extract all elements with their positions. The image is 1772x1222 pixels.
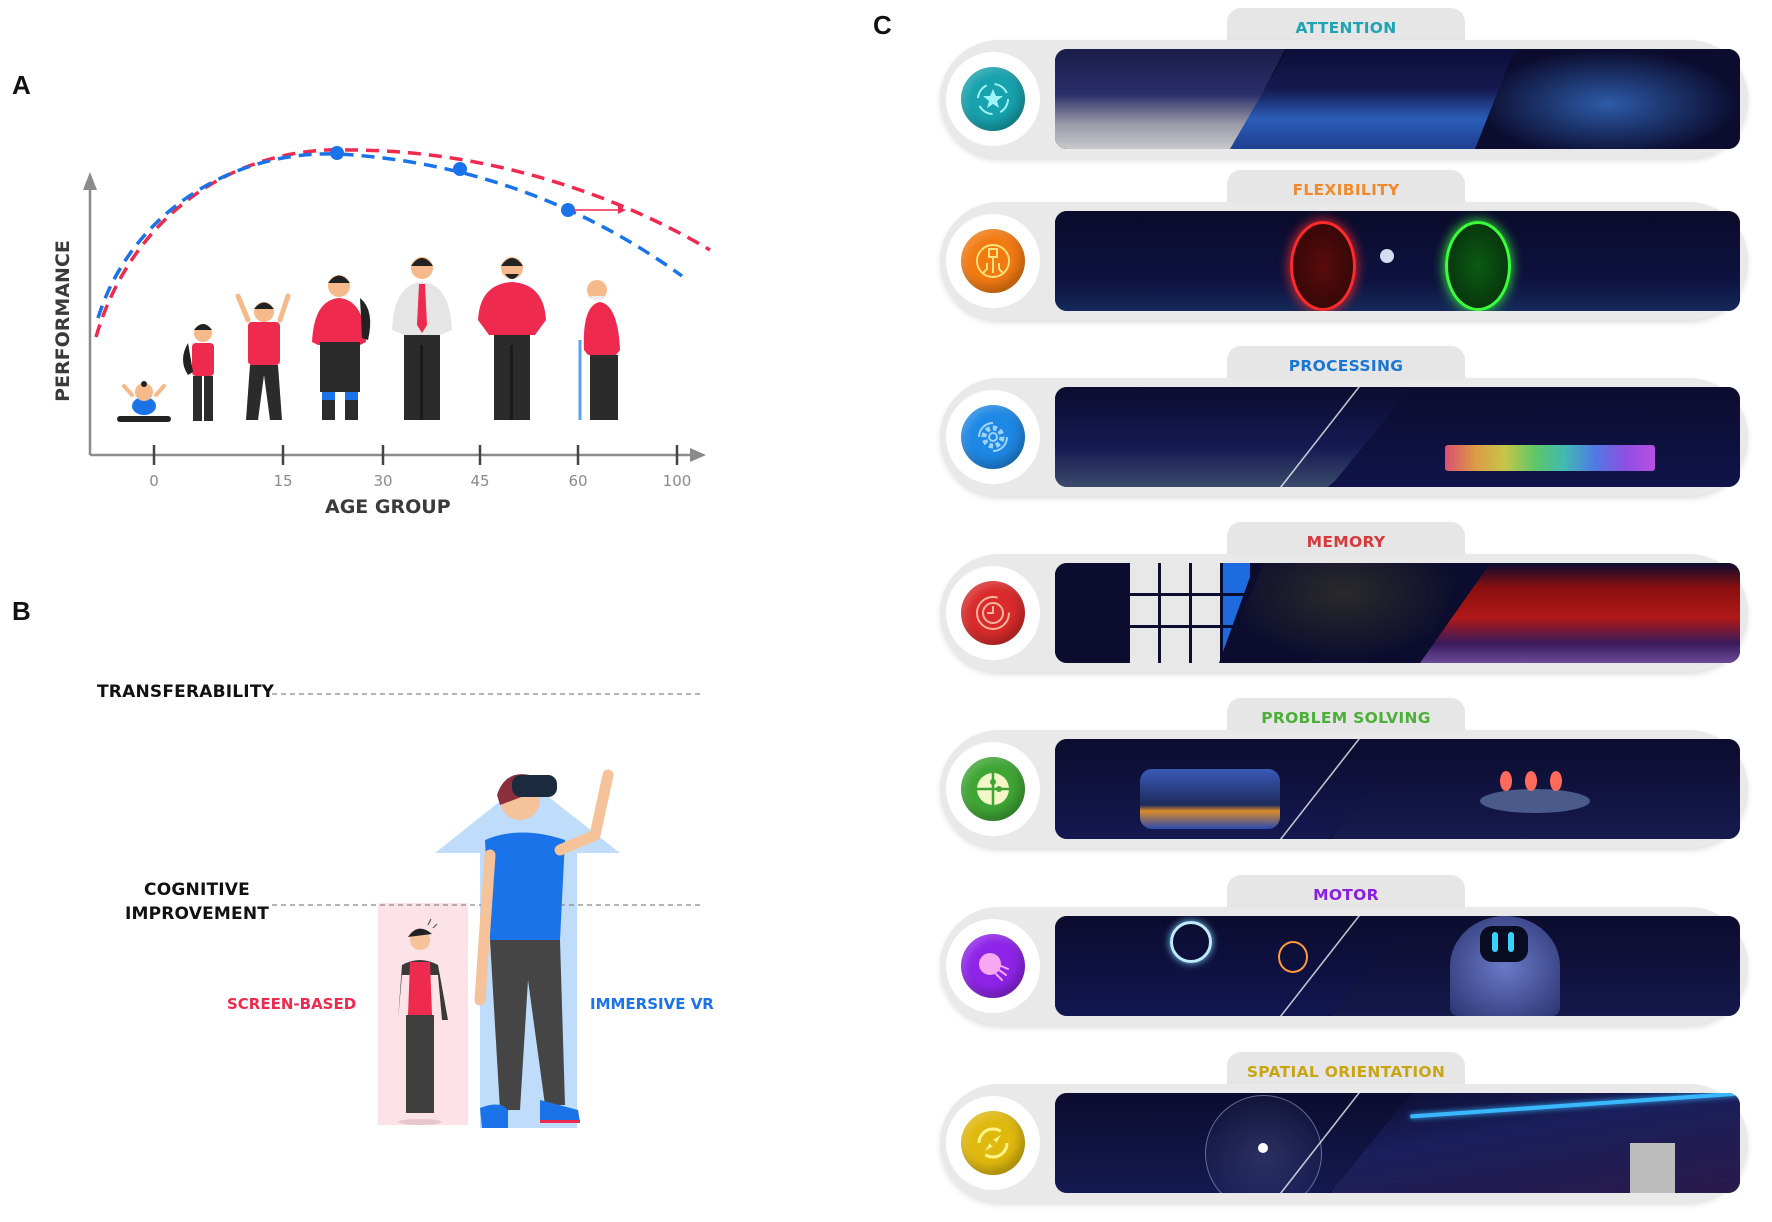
baby-figure [117,381,171,422]
screenshot-jellyfish [1475,49,1740,149]
game-screenshots [1055,387,1740,487]
domain-card [940,907,1748,1025]
domain-row-attention: ATTENTION [940,8,1748,168]
domain-card [940,554,1748,672]
screen-based-label: SCREEN-BASED [227,995,357,1013]
domain-row-problem-solving: PROBLEM SOLVING [940,698,1748,858]
screenshot-whack [1230,49,1520,149]
x-tick-100: 100 [662,472,692,490]
screenshot-portals [1055,211,1740,311]
gear-icon [961,405,1025,469]
domain-card [940,40,1748,158]
game-screenshots [1055,1093,1740,1193]
x-tick-30: 30 [373,472,393,490]
x-tick-15: 15 [273,472,293,490]
target-star-icon [961,67,1025,131]
domain-row-processing: PROCESSING [940,346,1748,506]
clock-icon [961,581,1025,645]
screenshot-platform [1330,739,1740,839]
game-screenshots [1055,916,1740,1016]
domain-row-motor: MOTOR [940,875,1748,1035]
panel-b-letter: B [12,596,31,626]
screen-based-person [398,918,448,1125]
domain-row-spatial-orientation: SPATIAL ORIENTATION [940,1052,1748,1212]
screenshot-dark-room [1220,563,1465,663]
vr-person [474,769,614,1128]
screenshot-xylophone [1330,387,1740,487]
puzzle-icon [961,757,1025,821]
screenshot-stage [1420,563,1740,663]
domain-card [940,378,1748,496]
game-screenshots [1055,563,1740,663]
screenshot-grid [1055,563,1255,663]
domain-card [940,730,1748,848]
motion-ball-icon [961,934,1025,998]
domain-card [940,202,1748,320]
x-axis-title: AGE GROUP [325,496,451,518]
game-screenshots [1055,739,1740,839]
cognitive-improvement-label: COGNITIVE IMPROVEMENT [122,878,272,926]
x-tick-0: 0 [149,472,159,490]
screenshot-hangar [1330,1093,1740,1193]
x-tick-45: 45 [470,472,490,490]
domain-card [940,1084,1748,1202]
cognitive-improvement-line1: COGNITIVE [144,880,250,900]
cognitive-improvement-line2: IMPROVEMENT [124,904,270,924]
x-tick-60: 60 [568,472,588,490]
domain-row-memory: MEMORY [940,522,1748,682]
panel-c-letter: C [873,10,892,40]
compass-icon [961,1111,1025,1175]
panel-a-letter: A [12,70,31,100]
game-screenshots [1055,49,1740,149]
transferability-label: TRANSFERABILITY [97,682,275,702]
domain-row-flexibility: FLEXIBILITY [940,170,1748,330]
circuit-icon [961,229,1025,293]
y-axis-title: PERFORMANCE [52,240,74,402]
immersive-vr-label: IMMERSIVE VR [590,995,714,1013]
performance-age-chart [83,146,711,465]
game-screenshots [1055,211,1740,311]
screenshot-robot [1330,916,1740,1016]
